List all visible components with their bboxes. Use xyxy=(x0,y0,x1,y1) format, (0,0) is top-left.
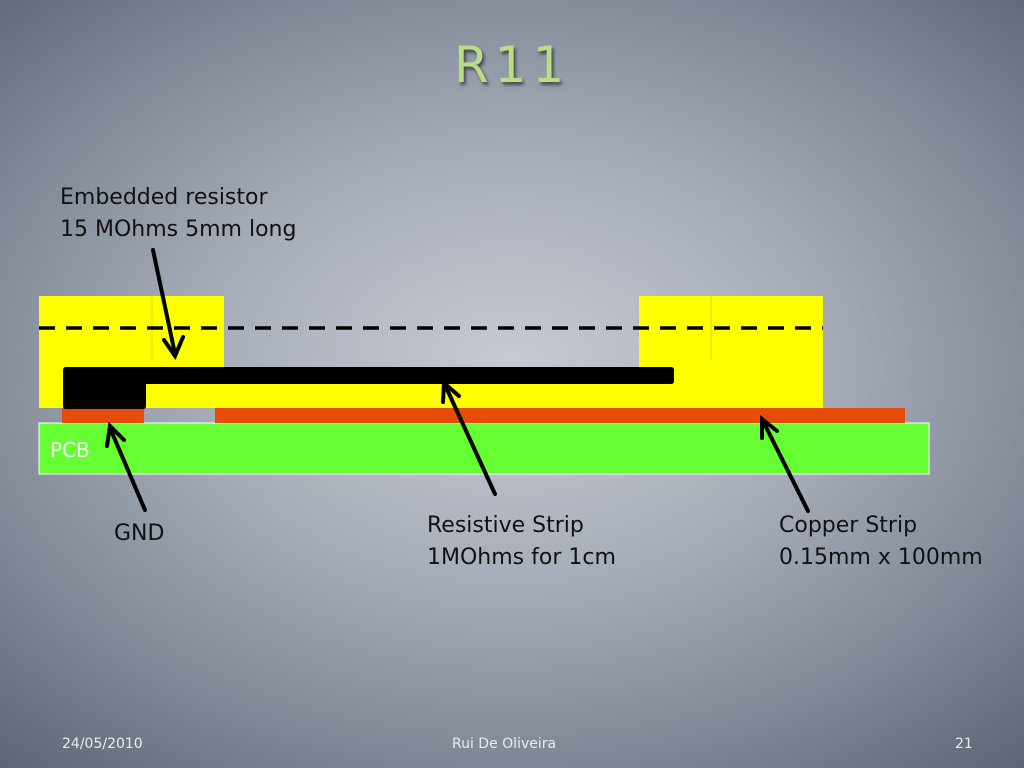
slide-title: R11 xyxy=(453,36,571,94)
copper-strip-label: Copper Strip 0.15mm x 100mm xyxy=(779,510,983,574)
resistive-strip xyxy=(63,367,674,409)
middle-dielectric-band xyxy=(144,384,823,408)
copper-strip xyxy=(215,408,905,423)
arrow-embedded-resistor xyxy=(151,248,185,361)
resistive-strip-label: Resistive Strip 1MOhms for 1cm xyxy=(427,510,616,574)
gnd-label: GND xyxy=(114,521,165,546)
gnd-copper-pad xyxy=(62,408,144,423)
arrow-copper-strip xyxy=(760,414,810,513)
embedded-resistor-line2: 15 MOhms 5mm long xyxy=(60,217,297,242)
footer-page-number: 21 xyxy=(955,736,973,752)
pcb-label: PCB xyxy=(50,438,90,462)
footer-date: 24/05/2010 xyxy=(62,736,143,752)
resistive-strip-line2: 1MOhms for 1cm xyxy=(427,545,616,570)
arrow-resistive-strip xyxy=(441,378,497,496)
arrow-gnd xyxy=(105,421,147,512)
resistive-strip-line1: Resistive Strip xyxy=(427,513,584,538)
embedded-resistor-line1: Embedded resistor xyxy=(60,185,268,210)
copper-strip-line1: Copper Strip xyxy=(779,513,918,538)
footer-author: Rui De Oliveira xyxy=(452,736,557,752)
embedded-resistor-label: Embedded resistor 15 MOhms 5mm long xyxy=(60,182,296,246)
copper-strip-line2: 0.15mm x 100mm xyxy=(779,545,983,570)
